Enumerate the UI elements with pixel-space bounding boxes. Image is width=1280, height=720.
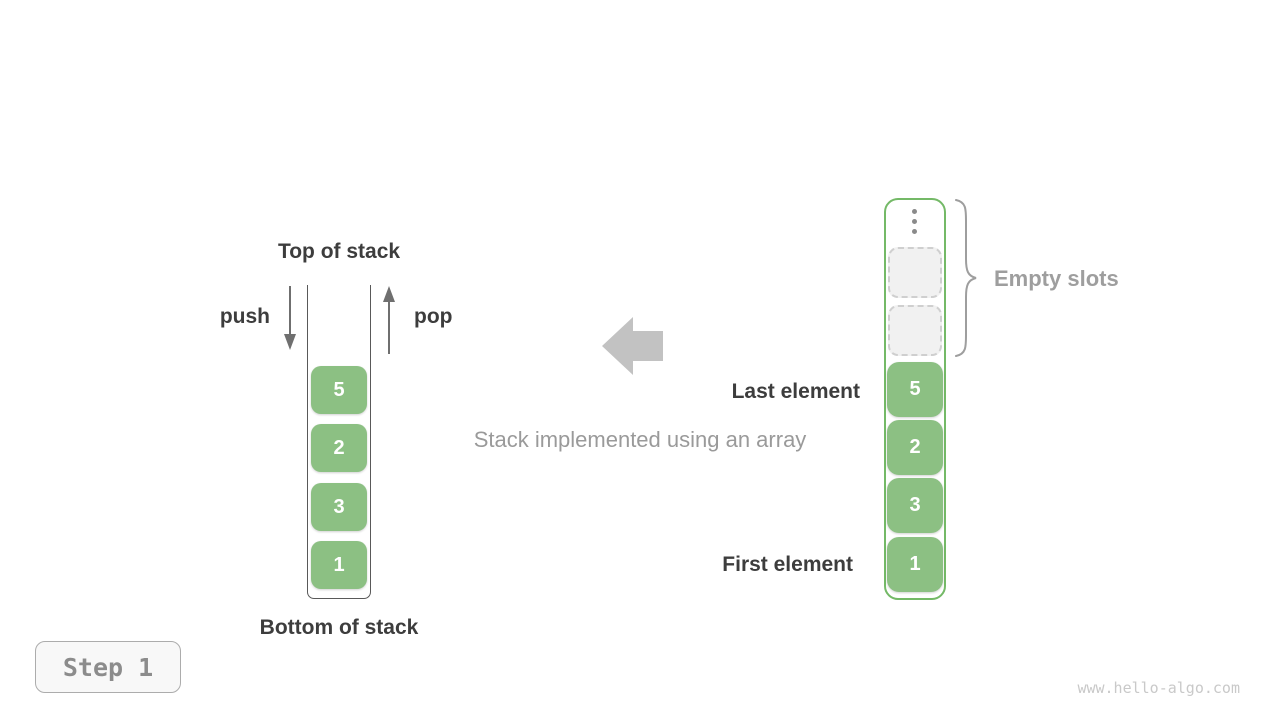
- ellipsis-icon: [912, 209, 917, 234]
- array-cell: 5: [887, 362, 943, 417]
- array-cell: 3: [887, 478, 943, 533]
- push-down-arrow-icon: [284, 286, 296, 350]
- stack-block: 5: [311, 366, 367, 414]
- watermark: www.hello-algo.com: [1077, 679, 1240, 697]
- empty-slot: [888, 247, 942, 298]
- pop-up-arrow-icon: [383, 286, 395, 354]
- stack-block: 2: [311, 424, 367, 472]
- array-cell: 2: [887, 420, 943, 475]
- empty-slot: [888, 305, 942, 356]
- figure-caption: Stack implemented using an array: [473, 427, 807, 452]
- array-cell: 1: [887, 537, 943, 592]
- first-element-label: First element: [722, 553, 853, 576]
- stack-container: [307, 285, 371, 599]
- top-of-stack-label: Top of stack: [277, 240, 401, 263]
- pop-label: pop: [414, 305, 453, 328]
- left-block-arrow-icon: [602, 317, 663, 375]
- push-label: push: [219, 305, 270, 328]
- stack-block: 1: [311, 541, 367, 589]
- step-badge: Step 1: [35, 641, 181, 693]
- stack-block: 3: [311, 483, 367, 531]
- last-element-label: Last element: [731, 380, 860, 403]
- curly-brace-icon: [955, 199, 977, 357]
- empty-slots-label: Empty slots: [994, 266, 1119, 291]
- bottom-of-stack-label: Bottom of stack: [259, 616, 419, 639]
